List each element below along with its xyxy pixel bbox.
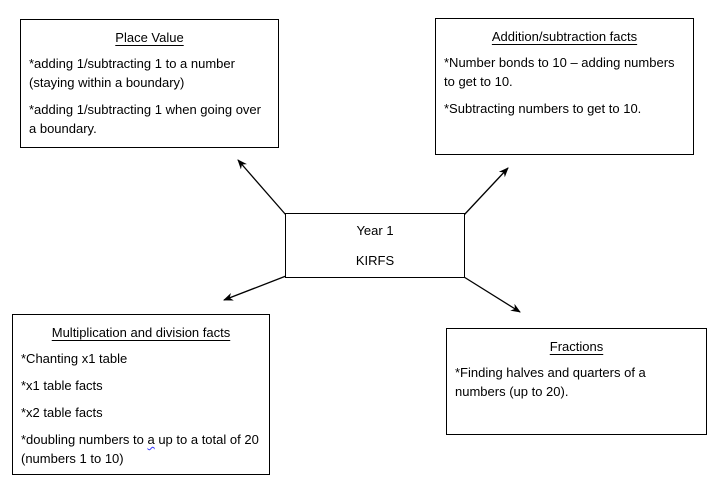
arrow-to-multiplication-facts [223, 275, 287, 301]
fractions-bullet-1: *Finding halves and quarters of a number… [455, 365, 646, 399]
multiplication-bullet-4: *doubling numbers to a up to a total of … [21, 430, 261, 468]
place-value-bullet-1: *adding 1/subtracting 1 to a number (sta… [29, 56, 235, 90]
bullet-text-suffix: up to a total of 20 (numbers 1 to 10) [21, 432, 259, 466]
fractions-title: Fractions [549, 339, 604, 354]
addition-bullet-2: *Subtracting numbers to get to 10. [444, 101, 642, 116]
addition-subtraction-box: Addition/subtraction facts *Number bonds… [435, 18, 694, 155]
arrow-to-fractions [463, 276, 521, 313]
grammar-flagged-word: a [147, 432, 155, 447]
fractions-box: Fractions *Finding halves and quarters o… [446, 328, 707, 435]
addition-bullet-1: *Number bonds to 10 – adding numbers to … [444, 55, 675, 89]
bullet-text-prefix: *doubling numbers to [21, 432, 148, 447]
multiplication-division-box: Multiplication and division facts *Chant… [12, 314, 270, 475]
place-value-title: Place Value [115, 30, 184, 45]
arrow-to-addition-facts [463, 167, 509, 216]
place-value-box: Place Value *adding 1/subtracting 1 to a… [20, 19, 279, 148]
multiplication-division-title: Multiplication and division facts [51, 325, 231, 340]
multiplication-bullet-2: *x1 table facts [21, 378, 103, 393]
multiplication-bullet-1: *Chanting x1 table [21, 351, 128, 366]
multiplication-bullet-3: *x2 table facts [21, 405, 103, 420]
arrow-to-place-value [237, 159, 287, 216]
place-value-bullet-2: *adding 1/subtracting 1 when going over … [29, 102, 261, 136]
addition-subtraction-title: Addition/subtraction facts [491, 29, 638, 44]
center-box-line2: KIRFS [355, 253, 395, 268]
center-box: Year 1 KIRFS [285, 213, 465, 278]
center-box-line1: Year 1 [356, 223, 394, 238]
